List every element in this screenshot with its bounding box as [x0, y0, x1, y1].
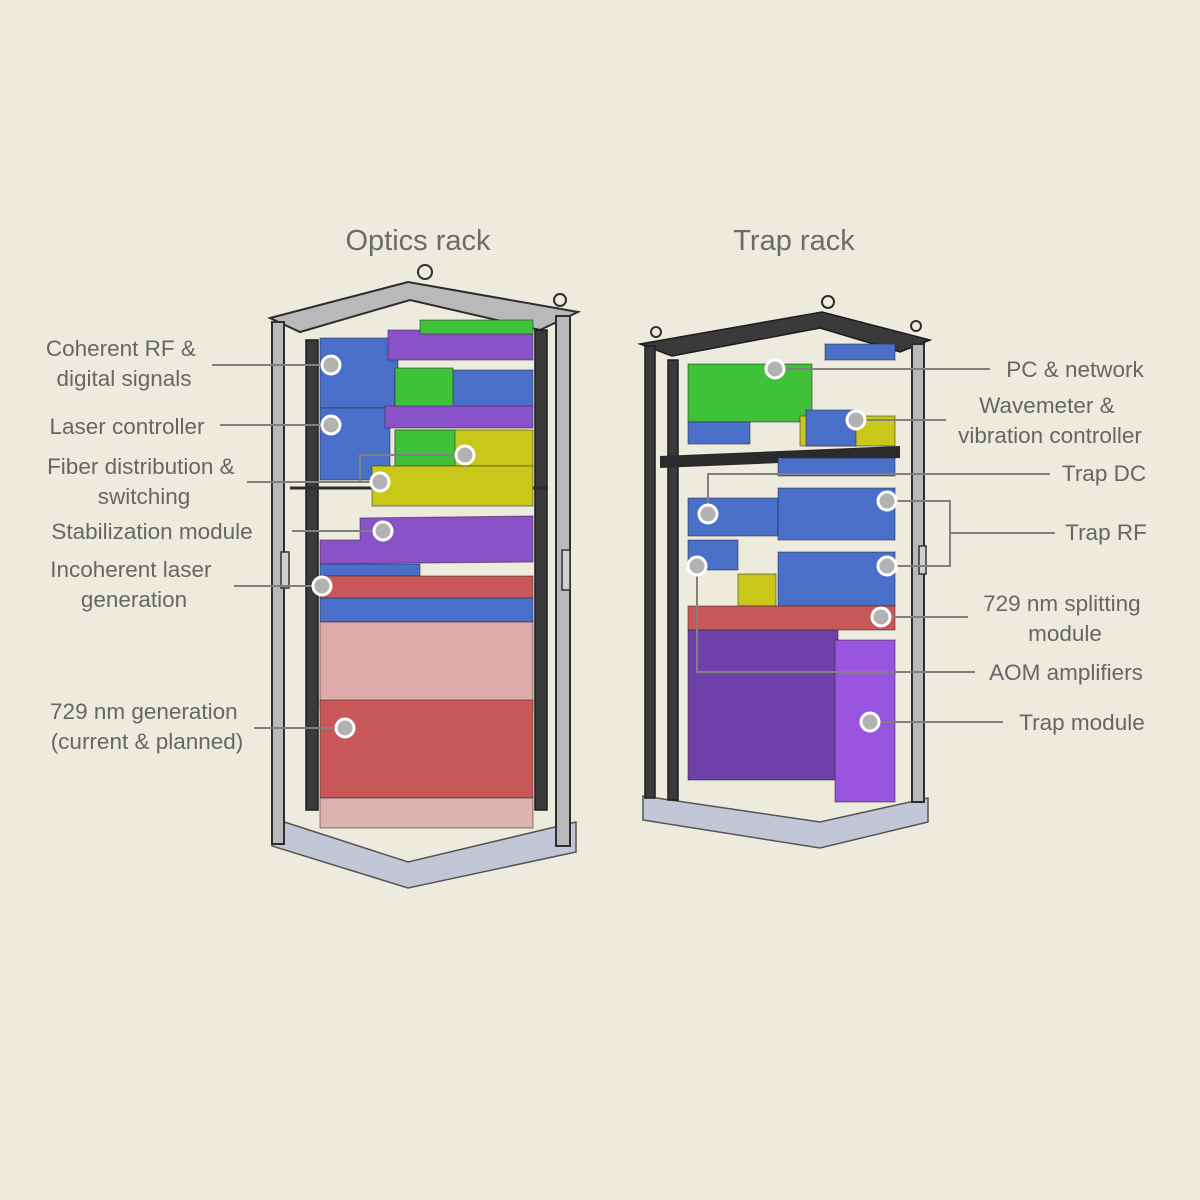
optics-rack [267, 264, 582, 889]
aom-amplifiers-block [687, 629, 839, 781]
optics-handle [561, 549, 571, 591]
optics-rack-title: Optics rack [345, 225, 491, 257]
callout-dot [372, 520, 394, 542]
trap-rf-module [777, 551, 896, 607]
yellow-module [737, 573, 777, 607]
label-incoherent-laser: Incoherent laser generation [50, 557, 218, 612]
label-line: generation [81, 587, 187, 612]
label-line: digital signals [56, 366, 191, 391]
label-fiber-distribution: Fiber distribution & switching [47, 454, 241, 509]
label-line: Coherent RF & [46, 336, 196, 361]
blue-module [687, 421, 751, 445]
callout-dots [311, 354, 898, 739]
trap-rack-base [642, 795, 929, 849]
callout-dot [764, 358, 786, 380]
optics-hinge [280, 551, 290, 589]
label-line: Wavemeter & [979, 393, 1114, 418]
label-pc-network: PC & network [1006, 357, 1144, 382]
label-line: Fiber distribution & [47, 454, 235, 479]
label-laser-controller: Laser controller [49, 414, 205, 439]
trap-rack-top [637, 311, 933, 357]
label-line: switching [98, 484, 191, 509]
callout-dot [845, 409, 867, 431]
callout-dot [369, 471, 391, 493]
callout-dot [697, 503, 719, 525]
green-module [394, 429, 456, 467]
green-module [394, 367, 454, 409]
trap-dc-module [777, 457, 896, 477]
label-line: vibration controller [958, 423, 1142, 448]
callout-dot [320, 414, 342, 436]
callout-dot [870, 606, 892, 628]
callout-dot [454, 444, 476, 466]
trap-rack [637, 295, 933, 849]
trap-front-post [644, 345, 656, 799]
blue-module [319, 563, 421, 577]
trap-lift-eye [650, 326, 662, 338]
label-wavemeter: Wavemeter & vibration controller [958, 393, 1142, 448]
label-line: 729 nm splitting [983, 591, 1141, 616]
purple-module [384, 405, 534, 429]
label-line: module [1028, 621, 1102, 646]
label-line: Incoherent laser [50, 557, 212, 582]
trap-shelf [660, 446, 900, 468]
label-trap-module: Trap module [1019, 710, 1144, 735]
planned-729-module [319, 621, 534, 711]
optics-rack-base [271, 816, 577, 889]
label-729-generation: 729 nm generation (current & planned) [50, 699, 244, 754]
trap-rack-title: Trap rack [733, 225, 855, 257]
callout-dot [311, 575, 333, 597]
stabilization-module [319, 515, 534, 565]
label-stabilization-module: Stabilization module [51, 519, 252, 544]
trap-rear-post [667, 359, 679, 801]
trap-lift-eye [910, 320, 922, 332]
fiber-distribution-module [371, 465, 534, 507]
optics-lift-eye [417, 264, 433, 280]
label-line: (current & planned) [51, 729, 244, 754]
trap-lift-eye [821, 295, 835, 309]
purple-module [387, 329, 534, 361]
leader-lines [212, 364, 1055, 729]
optics-lift-eye [553, 293, 567, 307]
729-splitting-module [687, 605, 896, 631]
callout-dot [320, 354, 342, 376]
green-module [419, 319, 534, 335]
optics-rear-post [305, 339, 319, 811]
callout-dot [876, 555, 898, 577]
trap-rf-module [777, 487, 896, 541]
planned-729-module [319, 797, 534, 829]
label-trap-dc: Trap DC [1062, 461, 1146, 486]
pc-network-module [687, 363, 813, 423]
blue-module [319, 597, 534, 623]
label-aom-amplifiers: AOM amplifiers [989, 660, 1143, 685]
label-trap-rf: Trap RF [1065, 520, 1147, 545]
incoherent-laser-module [319, 575, 534, 599]
label-729-splitting: 729 nm splitting module [983, 591, 1147, 646]
trap-handle [918, 545, 927, 575]
729-generation-module [319, 699, 534, 799]
label-coherent-rf: Coherent RF & digital signals [46, 336, 202, 391]
callout-dot [876, 490, 898, 512]
label-line: 729 nm generation [50, 699, 238, 724]
callout-dot [686, 555, 708, 577]
callout-dot [859, 711, 881, 733]
callout-dot [334, 717, 356, 739]
optics-rear-post [534, 329, 548, 811]
top-network-module [824, 343, 896, 361]
